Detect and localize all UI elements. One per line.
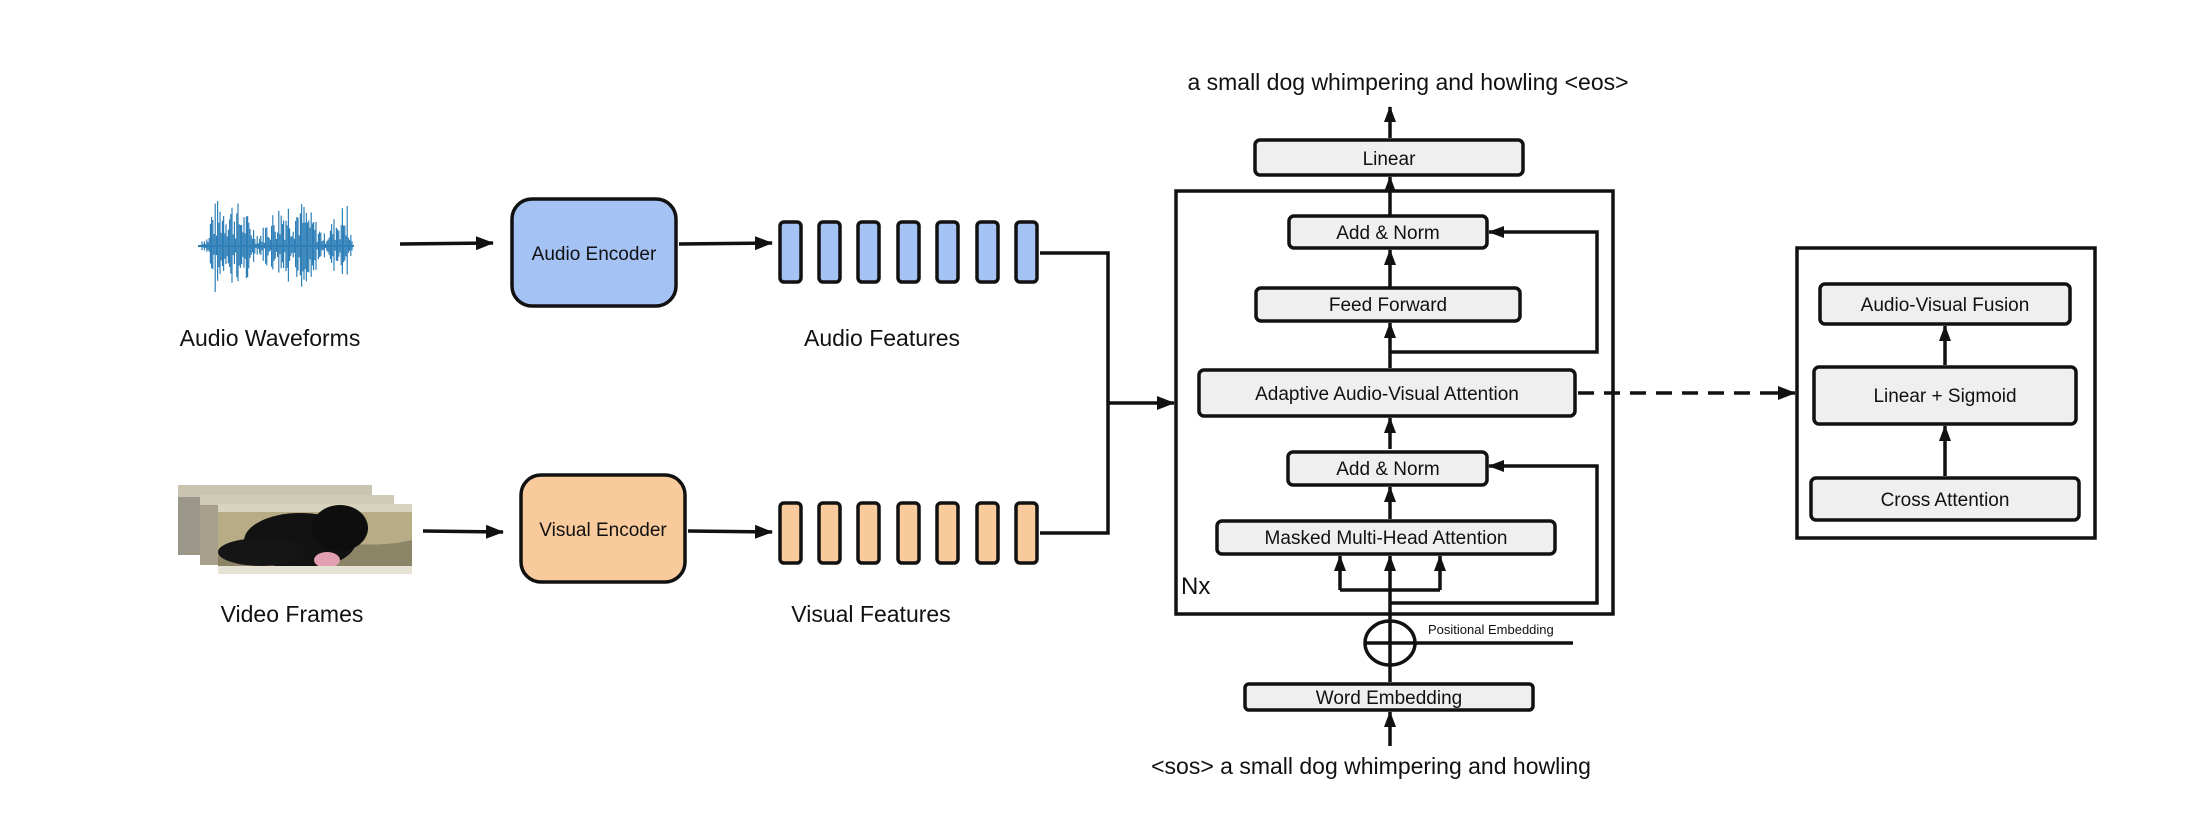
audio-feature-token [975,220,1000,284]
add-norm-bottom-label: Add & Norm [1336,459,1439,480]
visual-encoder-label: Visual Encoder [539,520,667,541]
feed-forward-box [1254,286,1522,323]
visual-encoder-box [519,473,687,584]
audio-feature-token [856,220,881,284]
audio-feature-token [1014,220,1039,284]
audio-waveforms-label: Audio Waveforms [180,325,361,351]
visual-feature-token [817,501,842,565]
linear-sigmoid-label: Linear + Sigmoid [1873,386,2016,407]
visual-feature-tokens [778,501,1039,565]
fusion-detail-frame [1795,246,2097,540]
visual-feature-token [778,501,803,565]
positional-embedding-label: Positional Embedding [1428,622,1554,637]
arrow-audio-encoder-to-features [678,236,773,251]
linear-box [1253,138,1525,177]
add-norm-top-box [1287,214,1489,250]
visual-feature-token [935,501,960,565]
residual-connection-bottom [1390,460,1599,605]
arrow-frames-to-visual-encoder [422,524,504,539]
audio-visual-fusion-box [1818,282,2072,326]
audio-features-label: Audio Features [804,325,960,351]
audio-encoder-box [510,197,678,308]
cross-attention-box [1809,476,2081,522]
audio-feature-token [778,220,803,284]
visual-feature-token [975,501,1000,565]
masked-attention-label: Masked Multi-Head Attention [1265,528,1508,549]
linear-label: Linear [1363,149,1416,170]
positional-add-icon [1363,619,1417,667]
features-merge-connector [1040,251,1110,535]
decoder-input-text: <sos> a small dog whimpering and howling [1151,753,1591,779]
audio-waveform-icon [198,201,354,293]
video-frames-label: Video Frames [221,601,364,627]
audio-visual-fusion-label: Audio-Visual Fusion [1861,295,2030,316]
linear-sigmoid-box [1812,365,2078,426]
adaptive-attention-label: Adaptive Audio-Visual Attention [1255,384,1519,405]
decoder-block-frame [1174,189,1615,616]
feed-forward-label: Feed Forward [1329,295,1447,316]
arrow-visual-encoder-to-features [687,524,773,539]
visual-feature-token [856,501,881,565]
visual-feature-token [1014,501,1039,565]
visual-feature-token [896,501,921,565]
audio-encoder-label: Audio Encoder [532,244,657,265]
adaptive-attention-box [1197,368,1577,418]
visual-features-label: Visual Features [791,601,950,627]
nx-label: Nx [1181,573,1210,600]
residual-connection-top [1390,226,1599,354]
audio-feature-token [817,220,842,284]
audio-feature-token [935,220,960,284]
add-norm-bottom-box [1286,450,1489,487]
arrow-waveform-to-audio-encoder [399,236,494,251]
word-embedding-label: Word Embedding [1316,688,1462,709]
audio-feature-token [896,220,921,284]
decoder-output-text: a small dog whimpering and howling <eos> [1187,69,1628,95]
add-norm-top-label: Add & Norm [1336,223,1439,244]
cross-attention-label: Cross Attention [1881,490,2010,511]
word-embedding-box [1243,682,1535,712]
masked-attention-box [1215,519,1557,556]
audio-feature-tokens [778,220,1039,284]
video-frames-image [178,485,412,574]
